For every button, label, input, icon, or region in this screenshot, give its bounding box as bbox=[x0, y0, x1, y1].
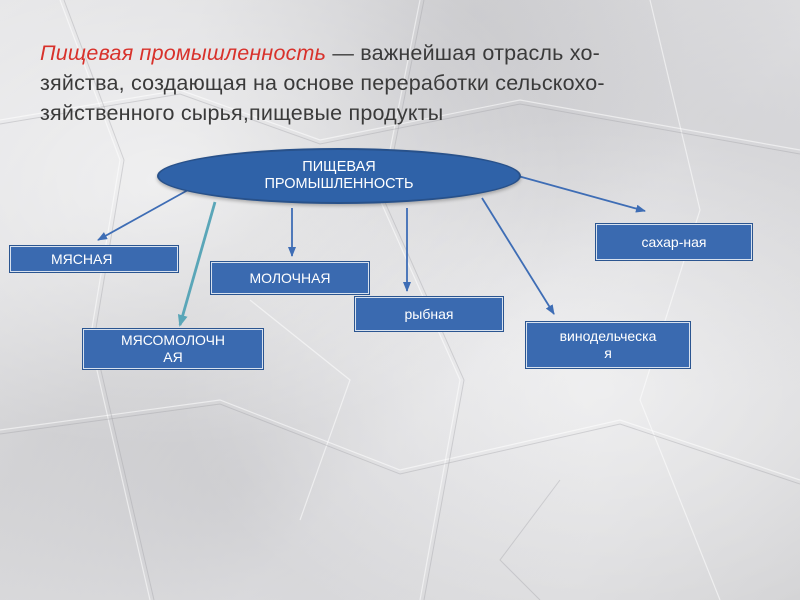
node-meat: МЯСНАЯ bbox=[9, 245, 179, 273]
node-dairy-label: МОЛОЧНАЯ bbox=[249, 269, 331, 286]
arrow-to-meat-dairy bbox=[177, 201, 217, 327]
heading-line1-rest: — важнейшая отрасль хо- bbox=[326, 41, 600, 65]
heading-line3: зяйственного сырья,пищевые продукты bbox=[40, 101, 444, 125]
arrow-to-meat bbox=[97, 189, 189, 241]
center-node-line2: ПРОМЫШЛЕННОСТЬ bbox=[264, 176, 414, 192]
node-wine-line1: винодельческа bbox=[559, 328, 657, 344]
node-wine: винодельческа я bbox=[525, 321, 691, 369]
node-sugar-label: сахар-ная bbox=[641, 233, 707, 250]
node-meat-dairy-line1: МЯСОМОЛОЧН bbox=[120, 332, 226, 348]
node-wine-line2: я bbox=[604, 345, 612, 361]
node-meat-dairy-line2: АЯ bbox=[163, 349, 183, 365]
node-meat-dairy: МЯСОМОЛОЧН АЯ bbox=[82, 328, 264, 370]
slide-heading: Пищевая промышленность — важнейшая отрас… bbox=[40, 38, 720, 128]
node-fish-label: рыбная bbox=[404, 305, 454, 322]
center-node-line1: ПИЩЕВАЯ bbox=[302, 159, 376, 175]
heading-line2: зяйства, создающая на основе переработки… bbox=[40, 71, 605, 95]
node-dairy: МОЛОЧНАЯ bbox=[210, 261, 370, 295]
arrow-to-wine bbox=[481, 197, 555, 315]
node-meat-label: МЯСНАЯ bbox=[51, 250, 113, 267]
center-node-food-industry: ПИЩЕВАЯ ПРОМЫШЛЕННОСТЬ bbox=[157, 148, 521, 204]
heading-accent: Пищевая промышленность bbox=[40, 41, 327, 65]
arrow-to-sugar bbox=[517, 175, 646, 213]
node-fish: рыбная bbox=[354, 296, 504, 332]
node-sugar: сахар-ная bbox=[595, 223, 753, 261]
